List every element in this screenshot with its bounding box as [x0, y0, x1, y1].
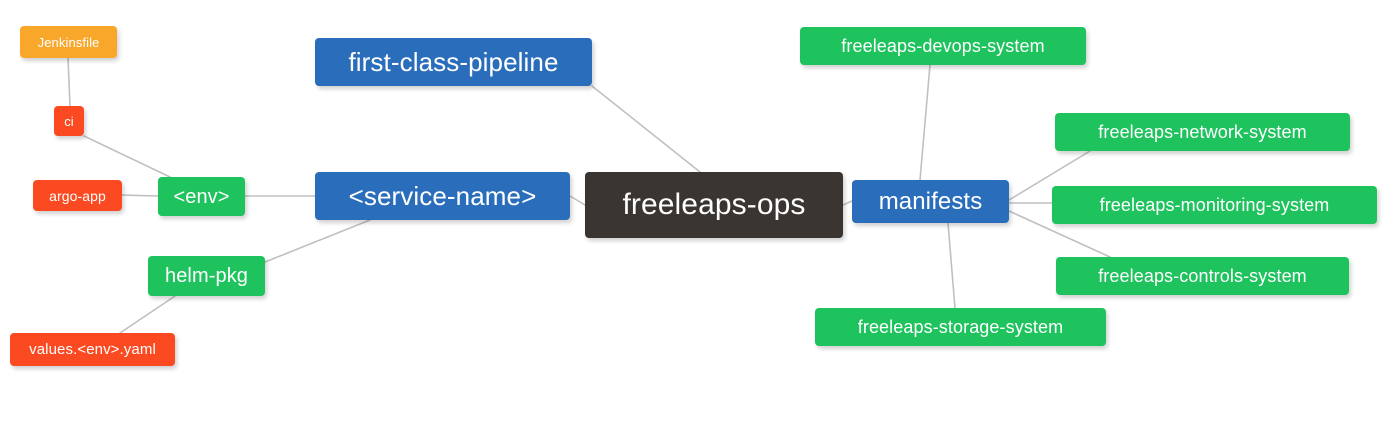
node-label-freeleaps-storage-system: freeleaps-storage-system: [857, 317, 1064, 337]
node-label-freeleaps-network-system: freeleaps-network-system: [1098, 122, 1307, 142]
node-label-first-class-pipeline: first-class-pipeline: [348, 47, 559, 77]
node-values-env-yaml[interactable]: values.<env>.yaml: [10, 333, 175, 366]
edge-argo-app-to-env: [121, 194, 159, 197]
edge-service-name-to-freeleaps-ops: [569, 195, 586, 206]
node-freeleaps-monitoring-system[interactable]: freeleaps-monitoring-system: [1052, 186, 1377, 224]
edge-ci-to-env: [83, 135, 171, 178]
node-label-values-env-yaml: values.<env>.yaml: [29, 341, 156, 358]
node-manifests[interactable]: manifests: [852, 180, 1009, 223]
node-freeleaps-controls-system[interactable]: freeleaps-controls-system: [1056, 257, 1349, 295]
node-helm-pkg[interactable]: helm-pkg: [148, 256, 265, 296]
node-label-service-name: <service-name>: [348, 181, 537, 211]
edge-freeleaps-ops-to-manifests: [842, 200, 853, 206]
node-freeleaps-ops[interactable]: freeleaps-ops: [585, 172, 843, 238]
node-label-ci: ci: [64, 113, 74, 129]
node-label-freeleaps-devops-system: freeleaps-devops-system: [841, 36, 1045, 56]
node-env[interactable]: <env>: [158, 177, 245, 216]
node-argo-app[interactable]: argo-app: [33, 180, 122, 211]
node-label-env: <env>: [173, 185, 230, 208]
node-freeleaps-devops-system[interactable]: freeleaps-devops-system: [800, 27, 1086, 65]
node-freeleaps-storage-system[interactable]: freeleaps-storage-system: [815, 308, 1106, 346]
node-label-freeleaps-monitoring-system: freeleaps-monitoring-system: [1099, 195, 1330, 215]
node-label-manifests: manifests: [878, 187, 983, 215]
node-ci[interactable]: ci: [54, 106, 84, 136]
node-label-jenkinsfile: Jenkinsfile: [37, 34, 100, 50]
edge-manifests-to-freeleaps-storage-system: [947, 222, 956, 309]
node-service-name[interactable]: <service-name>: [315, 172, 570, 220]
node-first-class-pipeline[interactable]: first-class-pipeline: [315, 38, 592, 86]
edge-values-env-yaml-to-helm-pkg: [119, 295, 176, 334]
edge-helm-pkg-to-service-name: [264, 219, 371, 263]
node-label-freeleaps-controls-system: freeleaps-controls-system: [1098, 266, 1307, 286]
node-label-freeleaps-ops: freeleaps-ops: [622, 188, 806, 221]
node-label-argo-app: argo-app: [49, 187, 106, 204]
edge-manifests-to-freeleaps-devops-system: [919, 64, 931, 181]
edge-first-class-pipeline-to-freeleaps-ops: [591, 85, 701, 173]
node-jenkinsfile[interactable]: Jenkinsfile: [20, 26, 117, 58]
node-freeleaps-network-system[interactable]: freeleaps-network-system: [1055, 113, 1350, 151]
node-label-helm-pkg: helm-pkg: [164, 265, 249, 287]
edge-jenkinsfile-to-ci: [67, 57, 71, 107]
